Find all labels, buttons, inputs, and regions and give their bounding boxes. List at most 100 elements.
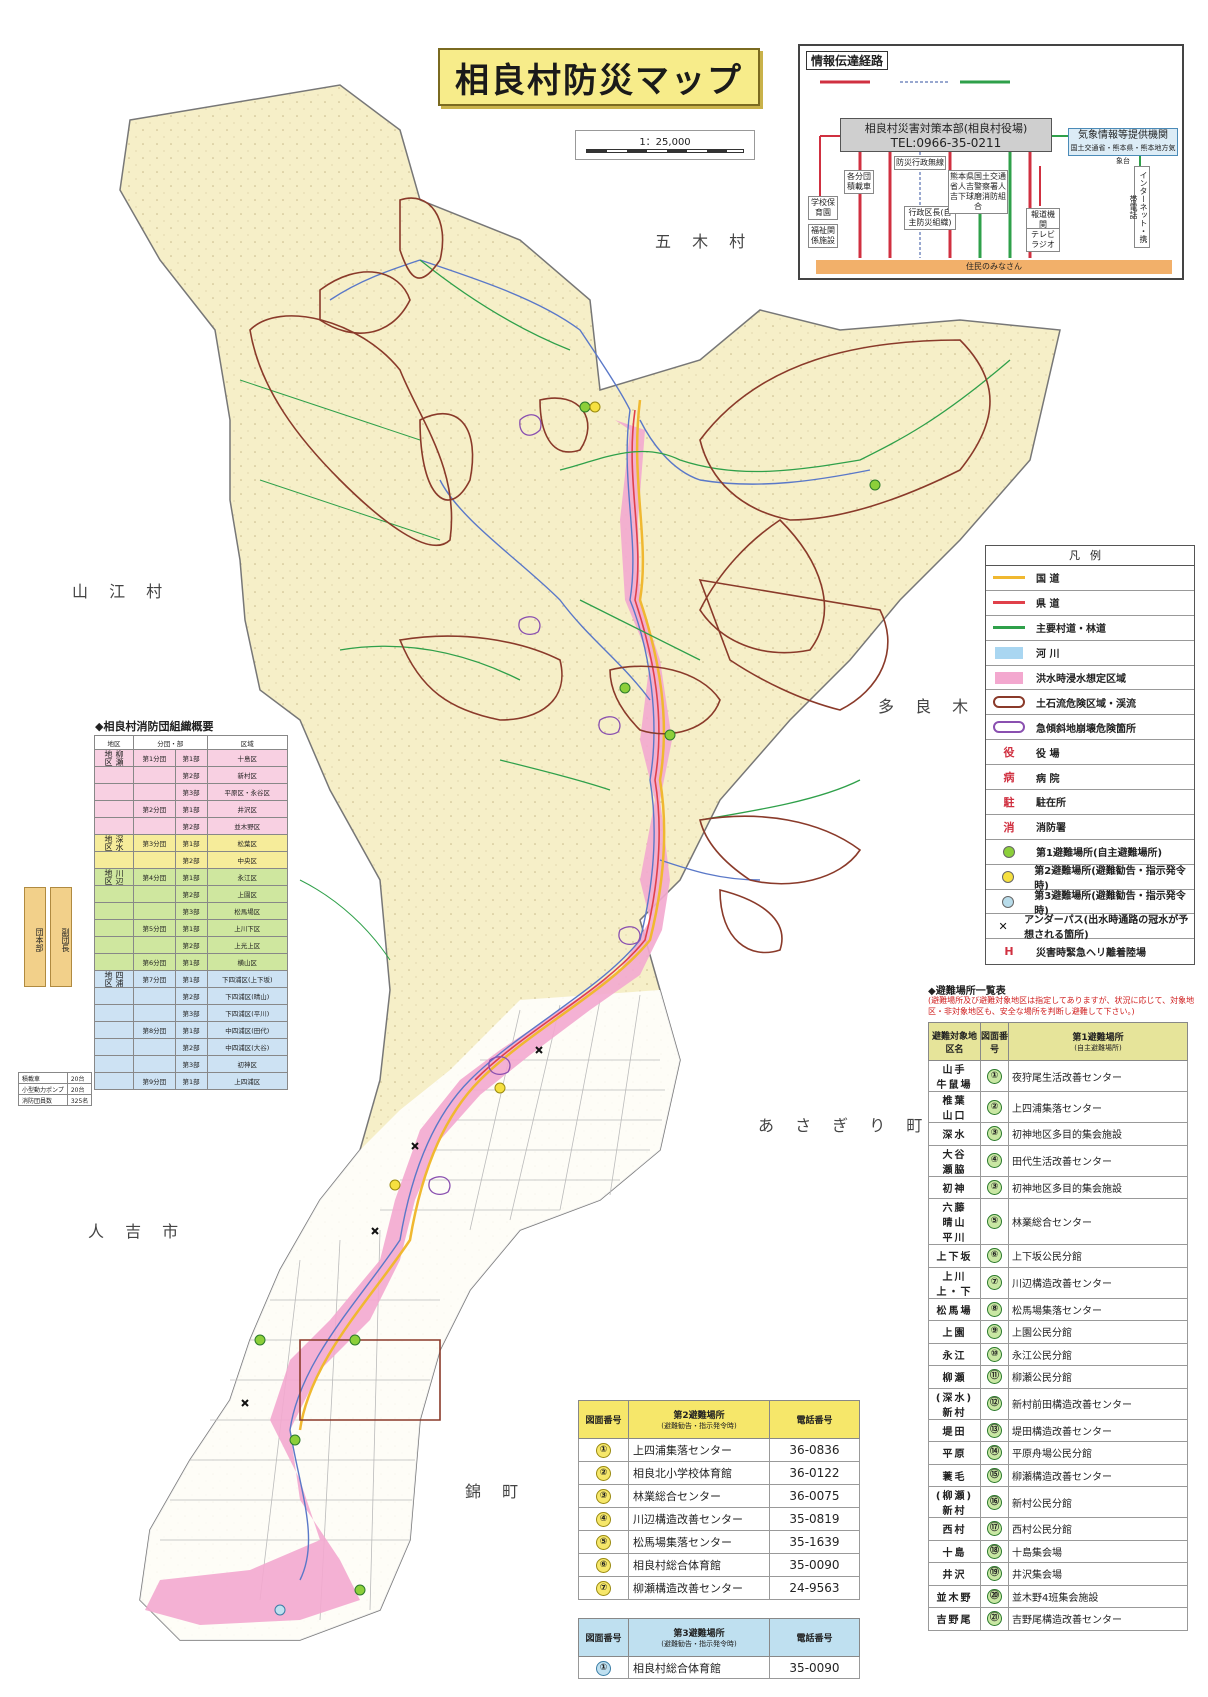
fb-area: 中四浦区(田代) (206, 1021, 289, 1039)
evac-area: 上川上・下 (928, 1266, 981, 1299)
evac2-header-place: 第2避難場所 (避難勧告・指示発令時) (628, 1400, 770, 1439)
residents-bar: 住民のみなさん (816, 260, 1172, 274)
fb-unit: 第1部 (174, 919, 208, 937)
fb-district: 四浦地区 (93, 970, 135, 988)
evac-area-name: 上園 (942, 1328, 967, 1340)
evac-area-name: 初神 (942, 1183, 967, 1195)
evac-num: ⑩ (980, 1342, 1009, 1366)
table-row: 第6分団第1部横山区 (93, 953, 289, 971)
fb-group: 第4分団 (133, 868, 176, 886)
fb-unit: 第1部 (174, 953, 208, 971)
evac-area-name: 蓑毛 (942, 1471, 967, 1483)
legend-label: 主要村道・林道 (1036, 624, 1106, 636)
legend-row: 国 道 (986, 566, 1194, 591)
legend-label: 急傾斜地崩壊危険箇所 (1036, 723, 1136, 735)
evac-place: 上四浦集落センター (1008, 1091, 1188, 1123)
fb-district (93, 936, 135, 954)
fb-group (133, 1055, 176, 1073)
fb-group (133, 885, 176, 903)
equipment-label: 消防団員数 (18, 1094, 68, 1106)
scale-indicator: 1：25,000 (575, 130, 755, 160)
legend-outline-icon (993, 696, 1025, 709)
evac-number-badge: ⑨ (987, 1324, 1002, 1340)
legend-cross-icon: ✕ (998, 919, 1008, 933)
legend-line-icon (993, 601, 1025, 605)
flow-box-internet: インターネット・携帯電話 (1129, 166, 1150, 248)
fb-group: 第5分団 (133, 919, 176, 937)
flow-box-broadcast: 防災行政無線 (894, 156, 946, 170)
evac-area: 並木野 (928, 1584, 981, 1608)
evac-number-badge: ⑤ (596, 1535, 611, 1550)
evac-num: ⑯ (980, 1486, 1009, 1518)
label-southwest-municipality: 人 吉 市 (88, 1222, 187, 1241)
evac-header-area: 避難対象地区名 (928, 1022, 981, 1061)
evac-num: ⑭ (980, 1441, 1009, 1465)
fb-area: 新村区 (206, 766, 289, 784)
fb-group (133, 783, 176, 801)
fb-district (93, 766, 135, 784)
evac2-header-phone: 電話番号 (769, 1400, 860, 1439)
table-row: 第9分団第1部上四浦区 (93, 1072, 289, 1090)
legend-row: 消消防署 (986, 815, 1194, 840)
flow-box-district-leaders: 行政区長(自主防災組織) (904, 206, 956, 230)
weather-agency-members: 国土交通省・熊本県・熊本地方気象台 (1070, 144, 1176, 165)
evac-number-badge: ① (596, 1660, 611, 1676)
evac-area: 堤田 (928, 1418, 981, 1442)
legend-symbol: 消 (986, 819, 1032, 835)
fb-unit: 第3部 (174, 783, 208, 801)
table-row: 川辺地区第4分団第1部永江区 (93, 868, 289, 886)
legend-rows: 国 道県 道主要村道・林道河 川洪水時浸水想定区域土石流危険区域・渓流急傾斜地崩… (986, 566, 1194, 964)
evacuation-markers (254, 401, 881, 1616)
map-legend: 凡例 国 道県 道主要村道・林道河 川洪水時浸水想定区域土石流危険区域・渓流急傾… (985, 545, 1195, 966)
legend-label: 洪水時浸水想定区域 (1036, 674, 1126, 685)
legend-row: 第2避難場所(避難勧告・指示発令時) (986, 865, 1194, 892)
legend-row: 土石流危険区域・渓流 (986, 690, 1194, 716)
evac-area: 松馬場 (928, 1297, 981, 1321)
legend-outline-icon (993, 721, 1025, 734)
table-row: 第2部並木野区 (93, 817, 289, 835)
evac-num: ② (980, 1091, 1009, 1123)
label-south-municipality: 錦 町 (465, 1482, 527, 1501)
evac-number-badge: ⑦ (987, 1275, 1002, 1290)
fb-unit: 第3部 (174, 902, 208, 920)
table-row: 第3部初神区 (93, 1055, 289, 1073)
disaster-hq-box: 相良村災害対策本部(相良村役場) TEL:0966-35-0211 (840, 118, 1052, 152)
evac-number-badge: ③ (987, 1179, 1002, 1195)
evac-area-name: (深水)新村 (935, 1392, 974, 1419)
fb-unit: 第2部 (174, 766, 208, 784)
evac-num: ③ (980, 1122, 1009, 1146)
flow-box-tv-radio: テレビラジオ (1026, 228, 1060, 252)
evac-num: ③ (980, 1175, 1009, 1199)
evac-place: 田代生活改善センター (1008, 1144, 1188, 1177)
evac-num: ⑨ (980, 1320, 1009, 1344)
fb-area: 十島区 (206, 749, 289, 767)
equipment-value: 325名 (66, 1094, 93, 1106)
legend-row: 洪水時浸水想定区域 (986, 666, 1194, 691)
evac-number-badge: ⑮ (987, 1467, 1002, 1483)
fb-unit: 第3部 (174, 1004, 208, 1022)
table-row: 第3部松馬場区 (93, 902, 289, 920)
evac-area: 井沢 (928, 1562, 981, 1586)
evac-area-name: 吉野尾 (936, 1615, 973, 1627)
legend-label: 河 川 (1036, 649, 1060, 661)
evac-number-badge: ③ (596, 1489, 611, 1504)
fb-unit: 第2部 (174, 817, 208, 835)
evac-num: ⑱ (980, 1539, 1009, 1563)
fb-group (133, 1004, 176, 1022)
